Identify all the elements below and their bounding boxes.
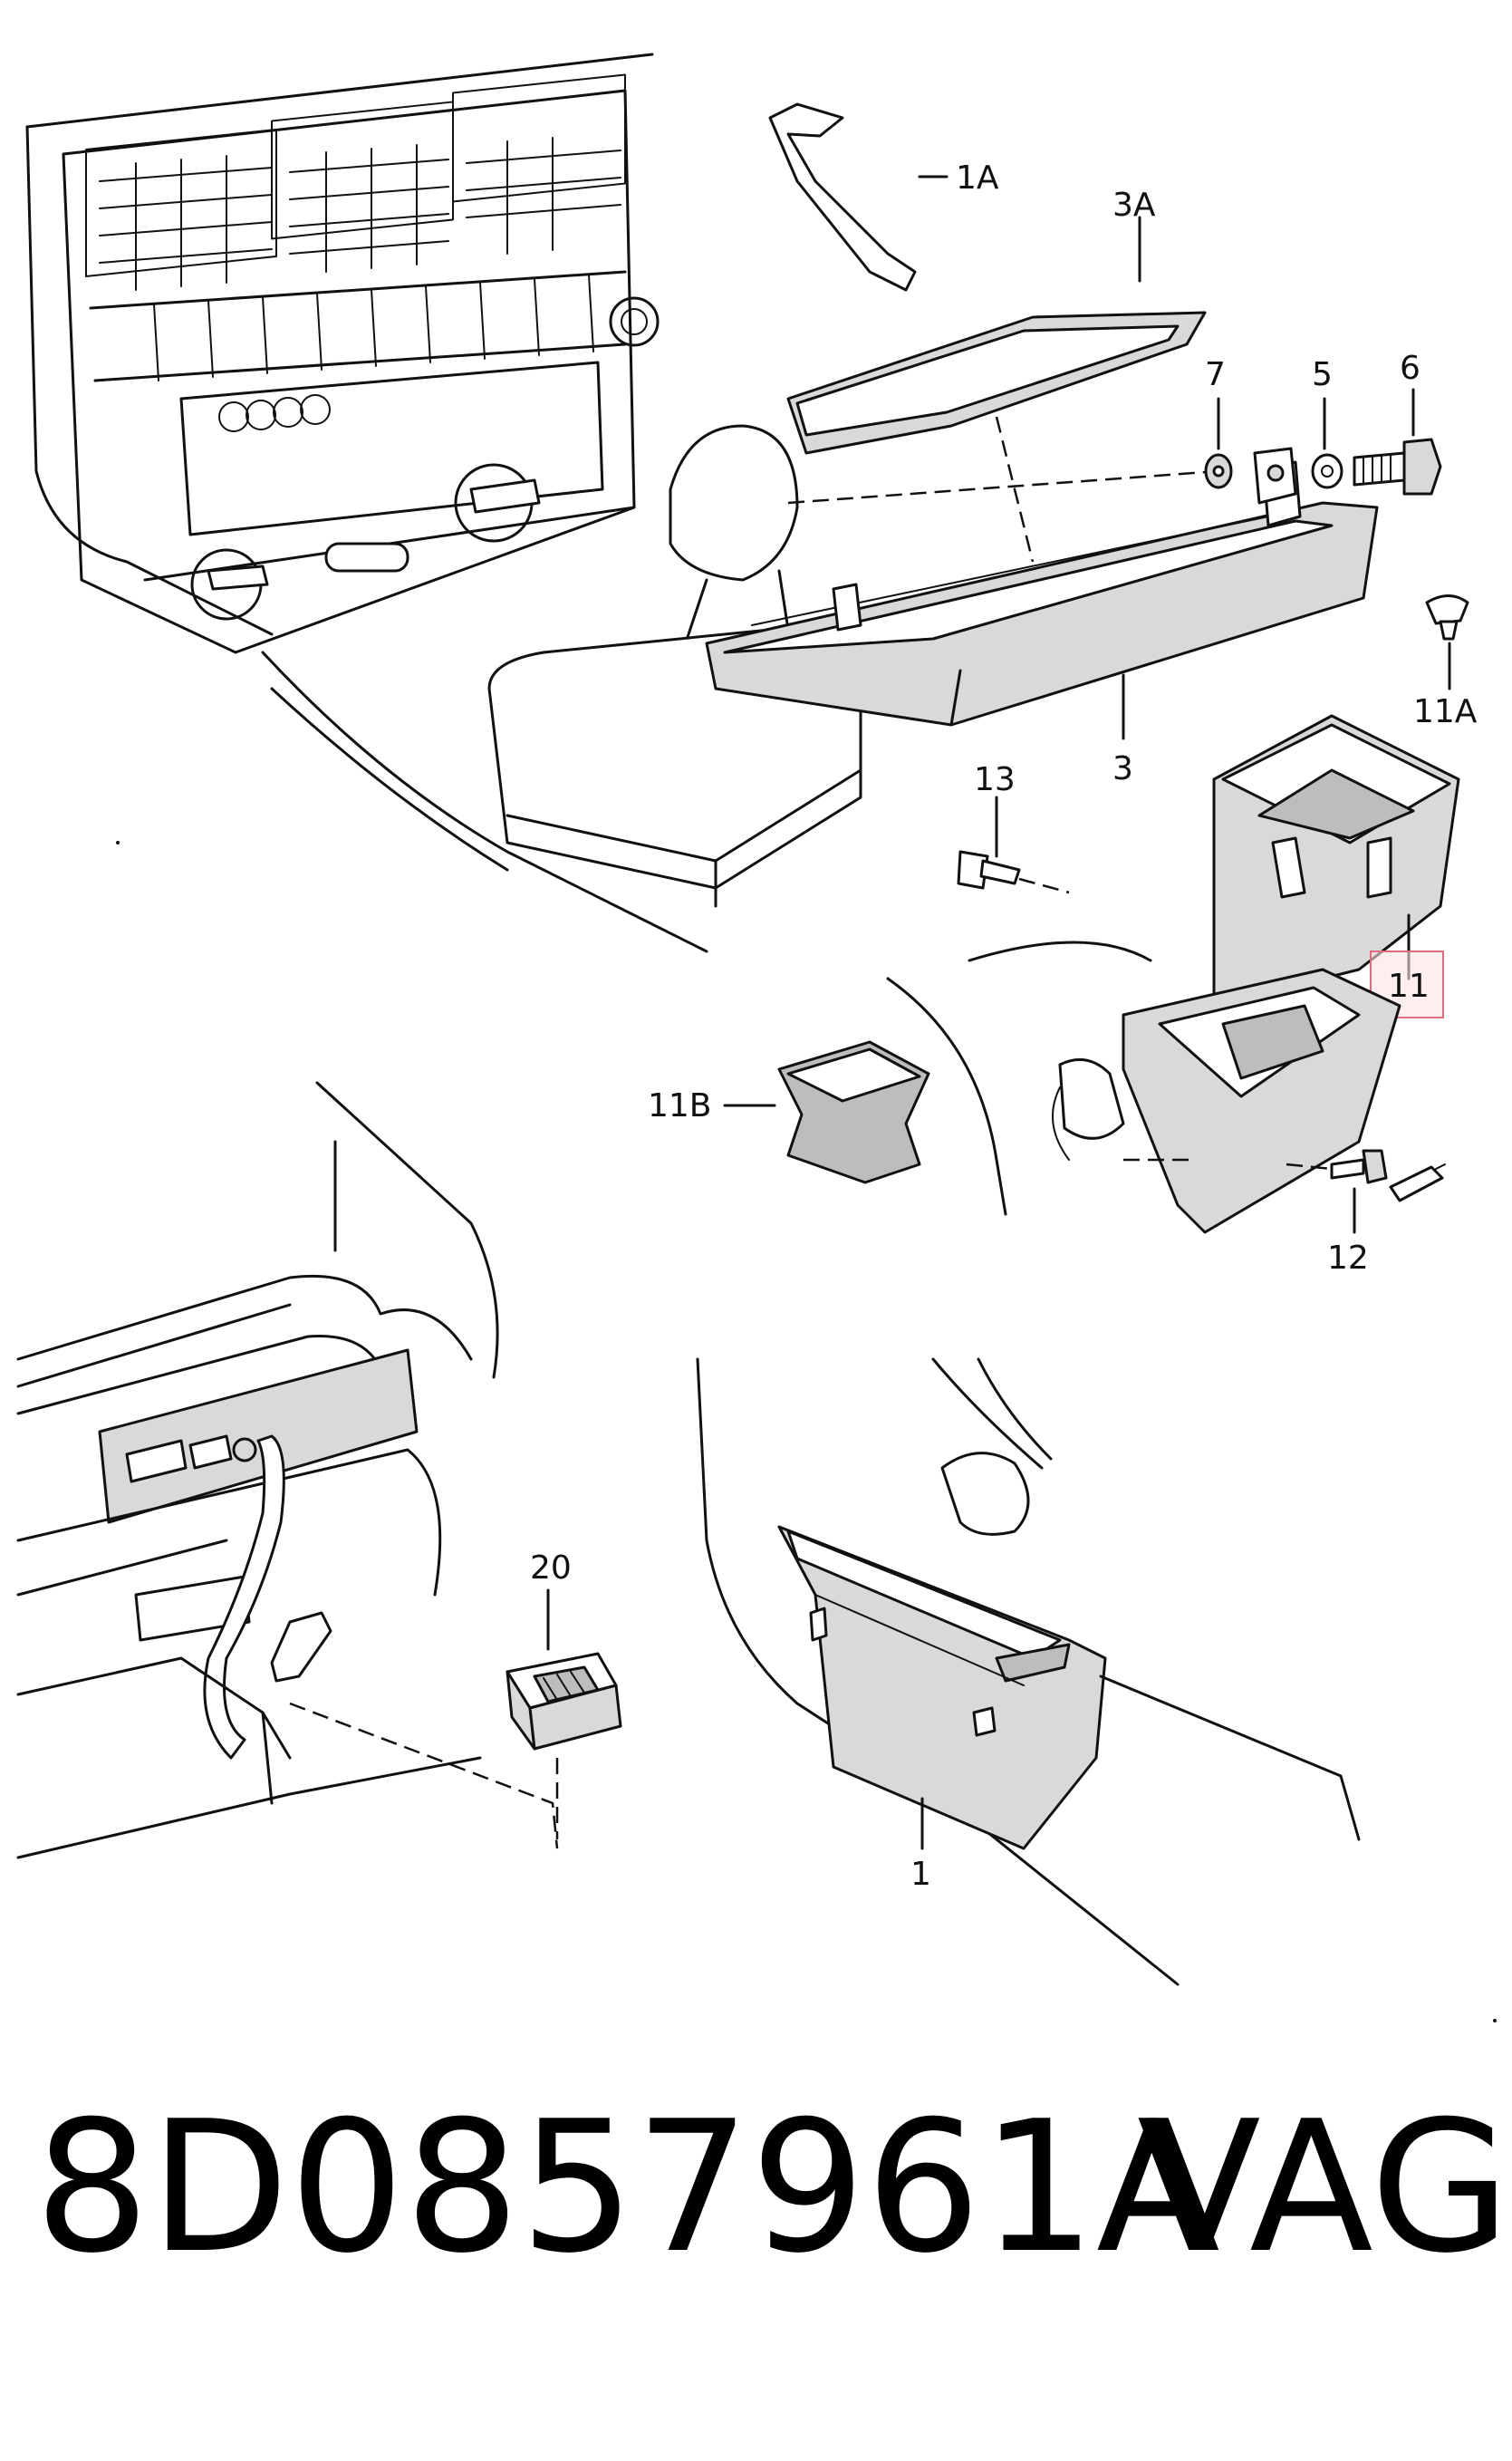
label-7: 7	[1205, 356, 1226, 393]
label-20: 20	[530, 1549, 572, 1587]
switch-panel	[89, 270, 627, 382]
speck	[1493, 2019, 1497, 2022]
air-vent-grille	[85, 73, 626, 291]
alignment-line-7	[787, 469, 1219, 505]
label-1: 1	[910, 1856, 931, 1893]
highlight-box-11	[1370, 951, 1444, 1018]
part-1-door-storage	[696, 1357, 1361, 1986]
part-11B-pad	[723, 1040, 930, 1184]
label-3A: 3A	[1112, 187, 1156, 224]
label-3: 3	[1112, 750, 1133, 787]
label-6: 6	[1400, 350, 1421, 387]
heater-controls	[143, 463, 636, 621]
label-1A: 1A	[956, 159, 999, 197]
speck	[116, 841, 120, 844]
radio-unit	[179, 296, 660, 536]
part-6-bolt	[1353, 388, 1442, 496]
part-3A-lid	[786, 216, 1207, 455]
label-13: 13	[974, 761, 1016, 798]
brand-name: VAG	[1137, 2082, 1511, 2293]
dashboard-center-stack	[25, 53, 708, 953]
label-11A: 11A	[1413, 693, 1478, 730]
part-12-console-end	[886, 941, 1446, 1234]
part-5-washer	[1311, 397, 1343, 489]
label-12: 12	[1327, 1240, 1369, 1277]
label-11B: 11B	[648, 1087, 712, 1124]
door-panel	[16, 1081, 559, 1859]
alignment-line-3A	[995, 416, 1035, 563]
part-11-storage-compartment	[1212, 714, 1460, 1008]
part-13-screw	[957, 796, 1070, 894]
part-1A-bracket	[768, 102, 949, 292]
bracket-clip	[1253, 447, 1297, 505]
label-11: 11	[1388, 968, 1430, 1005]
part-7-washer	[1204, 397, 1233, 489]
part-number: 8D0857961A	[34, 2082, 1220, 2293]
part-20-grille-box	[506, 1588, 622, 1839]
label-5: 5	[1312, 356, 1333, 393]
part-3-console-tray	[705, 460, 1379, 740]
part-11A-clip	[1425, 594, 1469, 690]
